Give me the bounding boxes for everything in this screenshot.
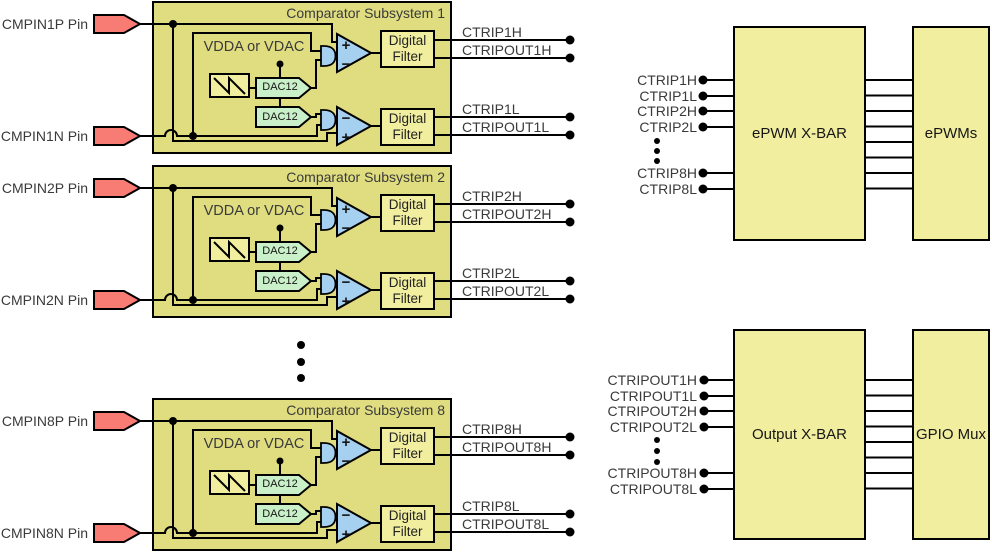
- dac12-high-label: DAC12: [262, 478, 298, 490]
- digital-filter-high-block: Digital Filter: [380, 427, 435, 465]
- digital-filter-low-block: Digital Filter: [380, 505, 435, 543]
- ellipsis-dot: [654, 138, 660, 144]
- output-label-ctripout-h: CTRIPOUT2H: [462, 206, 552, 222]
- output-xbar-input-label: CTRIPOUT2H: [607, 403, 697, 419]
- comparator-subsystem-8: Comparator Subsystem 8 CMPIN8P Pin CMPIN…: [0, 398, 580, 555]
- dac12-high-label: DAC12: [262, 81, 298, 93]
- output-label-ctrip-h: CTRIP1H: [462, 24, 522, 40]
- epwm-xbar-to-epwms-wires: [866, 79, 912, 190]
- digital-filter-high-block: Digital Filter: [380, 30, 435, 68]
- epwms-label: ePWMs: [924, 125, 978, 142]
- vdda-or-vdac-label: VDDA or VDAC: [203, 436, 305, 452]
- output-xbar-input-label: CTRIPOUT2L: [609, 419, 697, 435]
- output-label-ctrip-l: CTRIP8L: [462, 498, 520, 514]
- filter-label-line1: Digital: [388, 275, 427, 290]
- output-label-ctrip-l: CTRIP2L: [462, 265, 520, 281]
- epwm-input-label: CTRIP2H: [637, 103, 697, 119]
- output-label-ctripout-l: CTRIPOUT2L: [462, 283, 550, 299]
- ellipsis-dot: [297, 341, 305, 349]
- pin-label-cmpin-p: CMPIN2P Pin: [1, 180, 88, 196]
- input-terminal-dot: [698, 75, 708, 85]
- ellipsis-dot: [654, 148, 660, 154]
- filter-label-line2: Filter: [392, 291, 423, 306]
- ellipsis-dot: [654, 437, 660, 443]
- subsystem-title: Comparator Subsystem 8: [286, 402, 445, 418]
- output-xbar-input-label: CTRIPOUT1L: [609, 388, 697, 404]
- comparator-subsystem-2: Comparator Subsystem 2 CMPIN2P Pin CMPIN…: [0, 165, 580, 323]
- gpio-mux-label: GPIO Mux: [915, 426, 986, 443]
- filter-label-line1: Digital: [388, 33, 427, 48]
- subsystem-ellipsis-dots: [297, 341, 305, 382]
- gpio-mux-block: GPIO Mux: [912, 329, 990, 540]
- filter-label-line2: Filter: [392, 49, 423, 64]
- pin-label-cmpin-p: CMPIN1P Pin: [1, 16, 88, 32]
- input-terminal-dot: [698, 91, 708, 101]
- filter-label-line1: Digital: [388, 197, 427, 212]
- input-terminal-dot: [699, 422, 709, 432]
- input-terminal-dot: [699, 468, 709, 478]
- output-label-ctrip-l: CTRIP1L: [462, 101, 520, 117]
- input-terminal-dot: [699, 375, 709, 385]
- epwms-block: ePWMs: [912, 26, 990, 241]
- dac12-low-label: DAC12: [262, 275, 298, 287]
- dac12-low-label: DAC12: [262, 508, 298, 520]
- output-label-ctripout-h: CTRIPOUT1H: [462, 42, 552, 58]
- input-terminal-dot: [698, 106, 708, 116]
- epwm-xbar-input-wires: [703, 79, 733, 190]
- epwm-input-label: CTRIP2L: [639, 119, 697, 135]
- epwm-xbar-label: ePWM X-BAR: [751, 125, 847, 142]
- subsystem-title: Comparator Subsystem 1: [286, 5, 445, 21]
- dac12-low-label: DAC12: [262, 111, 298, 123]
- digital-filter-low-block: Digital Filter: [380, 272, 435, 310]
- epwm-xbar-block: ePWM X-BAR: [733, 26, 866, 241]
- filter-label-line2: Filter: [392, 127, 423, 142]
- ellipsis-dot: [297, 358, 305, 366]
- epwm-input-label: CTRIP8L: [639, 181, 697, 197]
- vdda-or-vdac-label: VDDA or VDAC: [203, 203, 305, 219]
- epwm-input-label: CTRIP1L: [639, 88, 697, 104]
- output-xbar-input-wires: [704, 379, 733, 490]
- filter-label-line1: Digital: [388, 111, 427, 126]
- input-terminal-dot: [698, 122, 708, 132]
- output-label-ctripout-l: CTRIPOUT1L: [462, 119, 550, 135]
- input-terminal-dot: [699, 484, 709, 494]
- dac12-high-label: DAC12: [262, 245, 298, 257]
- pin-label-cmpin-n: CMPIN8N Pin: [0, 525, 88, 541]
- ellipsis-dot: [654, 448, 660, 454]
- filter-label-line1: Digital: [388, 430, 427, 445]
- epwm-input-label: CTRIP8H: [637, 165, 697, 181]
- output-xbar-label: Output X-BAR: [751, 426, 848, 443]
- output-xbar-block: Output X-BAR: [733, 329, 866, 540]
- ellipsis-dot: [297, 374, 305, 382]
- input-terminal-dot: [698, 168, 708, 178]
- output-label-ctripout-l: CTRIPOUT8L: [462, 516, 550, 532]
- pin-label-cmpin-n: CMPIN2N Pin: [0, 292, 88, 308]
- output-label-ctripout-h: CTRIPOUT8H: [462, 439, 552, 455]
- pin-label-cmpin-p: CMPIN8P Pin: [1, 413, 88, 429]
- filter-label-line1: Digital: [388, 508, 427, 523]
- output-label-ctrip-h: CTRIP8H: [462, 421, 522, 437]
- pin-label-cmpin-n: CMPIN1N Pin: [0, 128, 88, 144]
- digital-filter-low-block: Digital Filter: [380, 108, 435, 146]
- filter-label-line2: Filter: [392, 446, 423, 461]
- digital-filter-high-block: Digital Filter: [380, 194, 435, 232]
- ellipsis-dot: [654, 158, 660, 164]
- filter-label-line2: Filter: [392, 524, 423, 539]
- filter-label-line2: Filter: [392, 213, 423, 228]
- input-terminal-dot: [699, 406, 709, 416]
- output-xbar-input-label: CTRIPOUT1H: [607, 372, 697, 388]
- output-label-ctrip-h: CTRIP2H: [462, 188, 522, 204]
- output-xbar-input-label: CTRIPOUT8H: [607, 465, 697, 481]
- vdda-or-vdac-label: VDDA or VDAC: [203, 39, 305, 55]
- output-xbar-input-label: CTRIPOUT8L: [609, 481, 697, 497]
- epwm-input-label: CTRIP1H: [637, 72, 697, 88]
- input-terminal-dot: [699, 391, 709, 401]
- comparator-subsystem-1: Comparator Subsystem 1 CMPIN1P Pin CMPIN…: [0, 1, 580, 159]
- input-terminal-dot: [698, 184, 708, 194]
- output-xbar-to-gpio-wires: [866, 379, 912, 490]
- subsystem-title: Comparator Subsystem 2: [286, 169, 445, 185]
